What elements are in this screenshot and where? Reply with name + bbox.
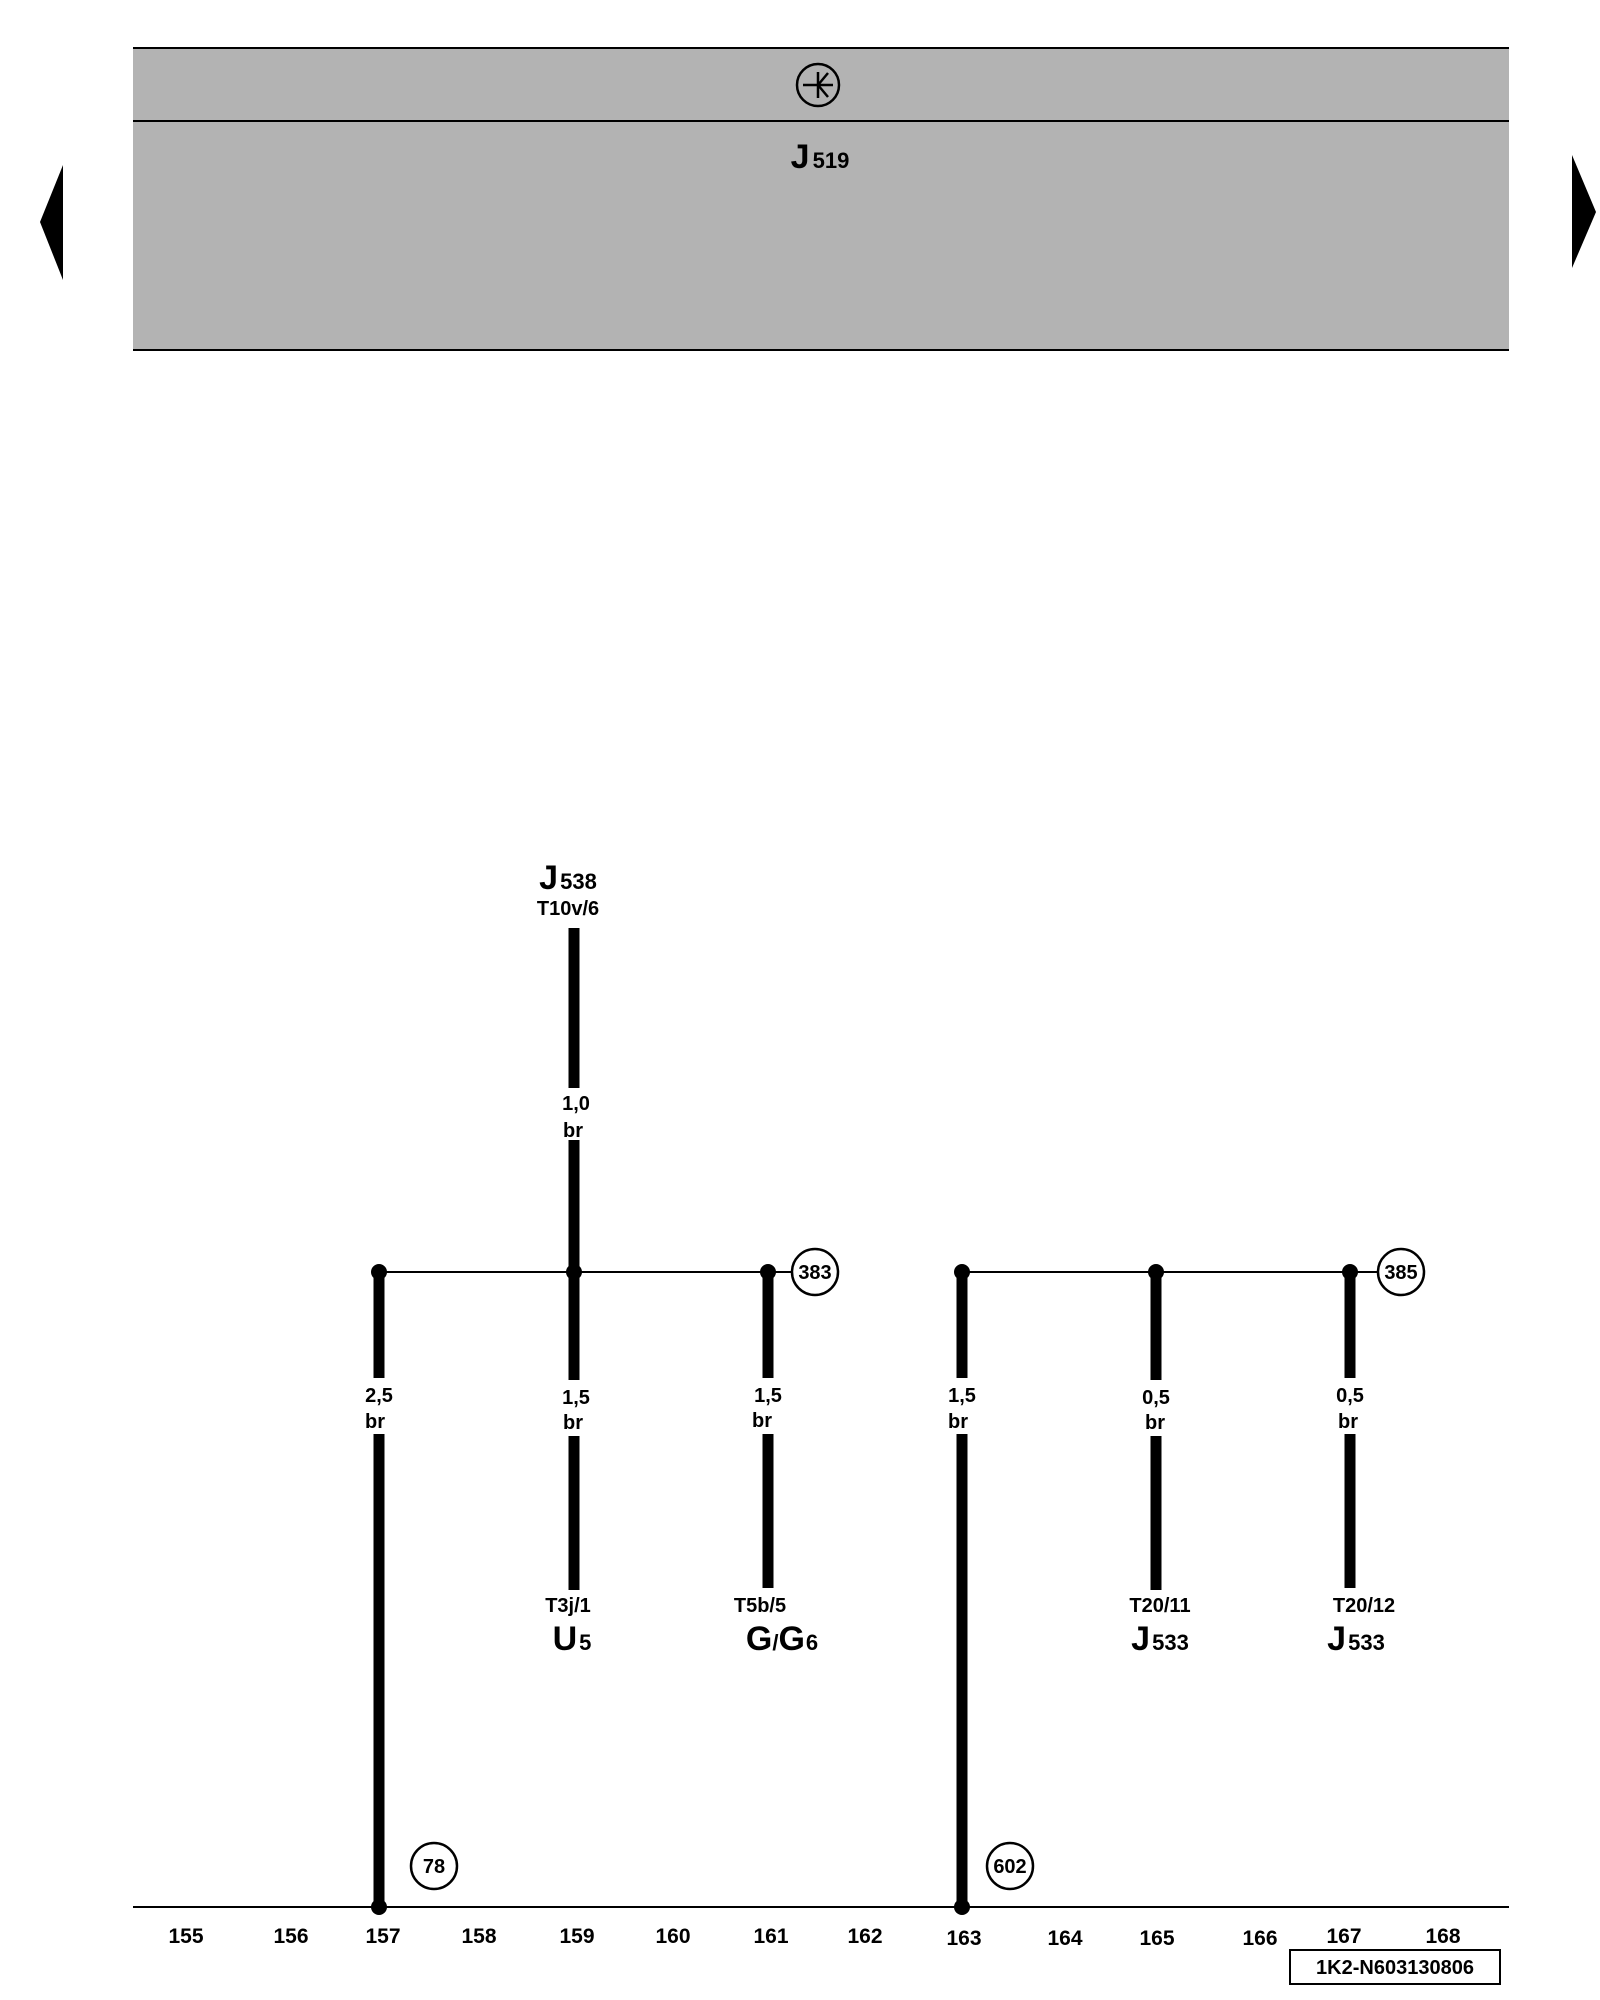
wire-6-color: br — [1338, 1411, 1358, 1433]
scale-number: 164 — [1047, 1927, 1082, 1950]
scale-number: 155 — [168, 1925, 203, 1948]
wire-6-size: 0,5 — [1336, 1385, 1364, 1407]
top-component-label: J538 — [539, 859, 597, 897]
wire-3-terminal: T5b/5 — [734, 1595, 786, 1617]
scale-number: 163 — [946, 1927, 981, 1950]
junction-dot — [1148, 1264, 1164, 1280]
scale-number: 157 — [365, 1925, 400, 1948]
document-id-box: 1K2-N603130806 — [1289, 1949, 1501, 1985]
scale-number: 168 — [1425, 1925, 1460, 1948]
wire-2-size: 1,5 — [562, 1387, 590, 1409]
wire-2-terminal: T3j/1 — [545, 1595, 591, 1617]
junction-dots — [371, 1264, 1358, 1915]
wire-6-component: J533 — [1327, 1620, 1385, 1658]
wire-1-size: 2,5 — [365, 1385, 393, 1407]
wire-6-terminal: T20/12 — [1333, 1595, 1395, 1617]
wire-5-color: br — [1145, 1412, 1165, 1434]
wire-4-color: br — [948, 1411, 968, 1433]
svg-text:78: 78 — [423, 1856, 445, 1878]
wire-2-component: U5 — [553, 1620, 592, 1658]
wire-1-color: br — [365, 1411, 385, 1433]
scale-number: 159 — [559, 1925, 594, 1948]
wire-4-size: 1,5 — [948, 1385, 976, 1407]
document-id: 1K2-N603130806 — [1316, 1957, 1474, 1979]
junction-dot — [760, 1264, 776, 1280]
svg-text:385: 385 — [1384, 1262, 1417, 1284]
ground-ref-78: 78 — [409, 1841, 459, 1891]
wire-5-terminal: T20/11 — [1129, 1595, 1190, 1617]
scale-number: 161 — [753, 1925, 788, 1948]
wire-5-component: J533 — [1131, 1620, 1189, 1658]
wire-5-size: 0,5 — [1142, 1387, 1170, 1409]
scale-row: 155 156 157 158 159 160 161 162 163 164 … — [168, 1925, 1460, 1950]
wire-3-component: G/G6 — [746, 1620, 818, 1658]
svg-text:383: 383 — [798, 1262, 831, 1284]
junction-dot — [954, 1264, 970, 1280]
header-background — [133, 48, 1509, 350]
wire-3-size: 1,5 — [754, 1385, 782, 1407]
junction-dot — [566, 1264, 582, 1280]
scale-number: 165 — [1139, 1927, 1174, 1950]
wire-top-color: br — [563, 1120, 583, 1142]
junction-dot — [371, 1264, 387, 1280]
scale-number: 166 — [1242, 1927, 1277, 1950]
circled-asterisk-ground-icon — [795, 62, 841, 108]
ground-ref-602: 602 — [985, 1841, 1035, 1891]
wire-top-size: 1,0 — [562, 1093, 590, 1115]
junction-ref-385: 385 — [1376, 1247, 1426, 1297]
junction-dot — [1342, 1264, 1358, 1280]
prev-page-button[interactable] — [40, 165, 63, 280]
scale-number: 156 — [273, 1925, 308, 1948]
top-component-terminal: T10v/6 — [537, 898, 599, 920]
scale-number: 160 — [655, 1925, 690, 1948]
scale-number: 167 — [1326, 1925, 1361, 1948]
wire-2-color: br — [563, 1412, 583, 1434]
junction-ref-383: 383 — [790, 1247, 840, 1297]
wire-3-color: br — [752, 1410, 772, 1432]
svg-text:602: 602 — [993, 1856, 1026, 1878]
scale-number: 162 — [847, 1925, 882, 1948]
next-page-button[interactable] — [1572, 155, 1596, 268]
scale-number: 158 — [461, 1925, 496, 1948]
